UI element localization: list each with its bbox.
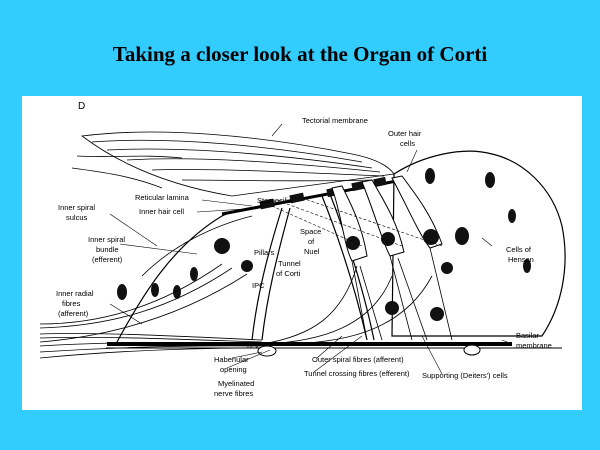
label-outer-hair-cells: Outer hair bbox=[388, 129, 422, 138]
inner-region-nuclei bbox=[117, 267, 198, 300]
cells-of-hensen bbox=[391, 150, 566, 337]
label-tectorial-membrane: Tectorial membrane bbox=[302, 116, 368, 125]
radial-fibre-lines bbox=[271, 197, 443, 247]
deiters-cells bbox=[351, 247, 453, 341]
label-myelinated-nerve-fibres-2: nerve fibres bbox=[214, 389, 253, 398]
label-inner-radial-fibres-2: fibres bbox=[62, 299, 81, 308]
label-ipc: IPC bbox=[252, 281, 265, 290]
label-tunnel-of-corti: Tunnel bbox=[278, 259, 301, 268]
habenular-opening bbox=[463, 344, 481, 356]
label-inner-radial-fibres-3: (afferent) bbox=[58, 309, 89, 318]
label-tunnel-of-corti-2: of Corti bbox=[276, 269, 301, 278]
label-inner-radial-fibres: Inner radial bbox=[56, 289, 94, 298]
label-outer-hair-cells-2: cells bbox=[400, 139, 415, 148]
label-inner-spiral-bundle-2: bundle bbox=[96, 245, 119, 254]
label-reticular-lamina: Reticular lamina bbox=[135, 193, 190, 202]
organ-of-corti-diagram: D Tectorial membrane Outer hair cells Re… bbox=[22, 96, 582, 410]
label-myelinated-nerve-fibres: Myelinated bbox=[218, 379, 254, 388]
label-inner-spiral-bundle: Inner spiral bbox=[88, 235, 125, 244]
label-habenular-opening: Habenular bbox=[214, 355, 249, 364]
hensen-nuclei bbox=[425, 168, 531, 273]
label-basilar-membrane: Basilar bbox=[516, 331, 539, 340]
label-tunnel-crossing-fibres: Tunnel crossing fibres (efferent) bbox=[304, 369, 410, 378]
slide-title: Taking a closer look at the Organ of Cor… bbox=[112, 42, 488, 66]
label-cells-of-hensen: Cells of bbox=[506, 245, 532, 254]
label-bv: B.V. bbox=[247, 341, 260, 350]
label-inner-spiral-sulcus-2: sulcus bbox=[66, 213, 88, 222]
label-space-of-nuel-3: Nuel bbox=[304, 247, 320, 256]
tectorial-membrane bbox=[71, 131, 395, 197]
label-stereocilia: Stereocilia bbox=[257, 196, 293, 205]
label-inner-spiral-sulcus: Inner spiral bbox=[58, 203, 95, 212]
panel-letter: D bbox=[78, 101, 85, 112]
label-pillars: Pillars bbox=[254, 248, 275, 257]
label-outer-spiral-fibres: Outer spiral fibres (afferent) bbox=[312, 355, 404, 364]
organ-of-corti-drawing: D Tectorial membrane Outer hair cells Re… bbox=[39, 101, 566, 398]
label-cells-of-hensen-2: Hensen bbox=[508, 255, 534, 264]
label-supporting-cells: Supporting (Deiters') cells bbox=[422, 371, 508, 380]
label-basilar-membrane-2: membrane bbox=[516, 341, 552, 350]
label-space-of-nuel: Space bbox=[300, 227, 321, 236]
deiters-nuclei bbox=[385, 262, 453, 321]
label-inner-hair-cell: Inner hair cell bbox=[139, 207, 184, 216]
label-habenular-opening-2: opening bbox=[220, 365, 247, 374]
label-inner-spiral-bundle-3: (efferent) bbox=[92, 255, 123, 264]
label-space-of-nuel-2: of bbox=[308, 237, 315, 246]
